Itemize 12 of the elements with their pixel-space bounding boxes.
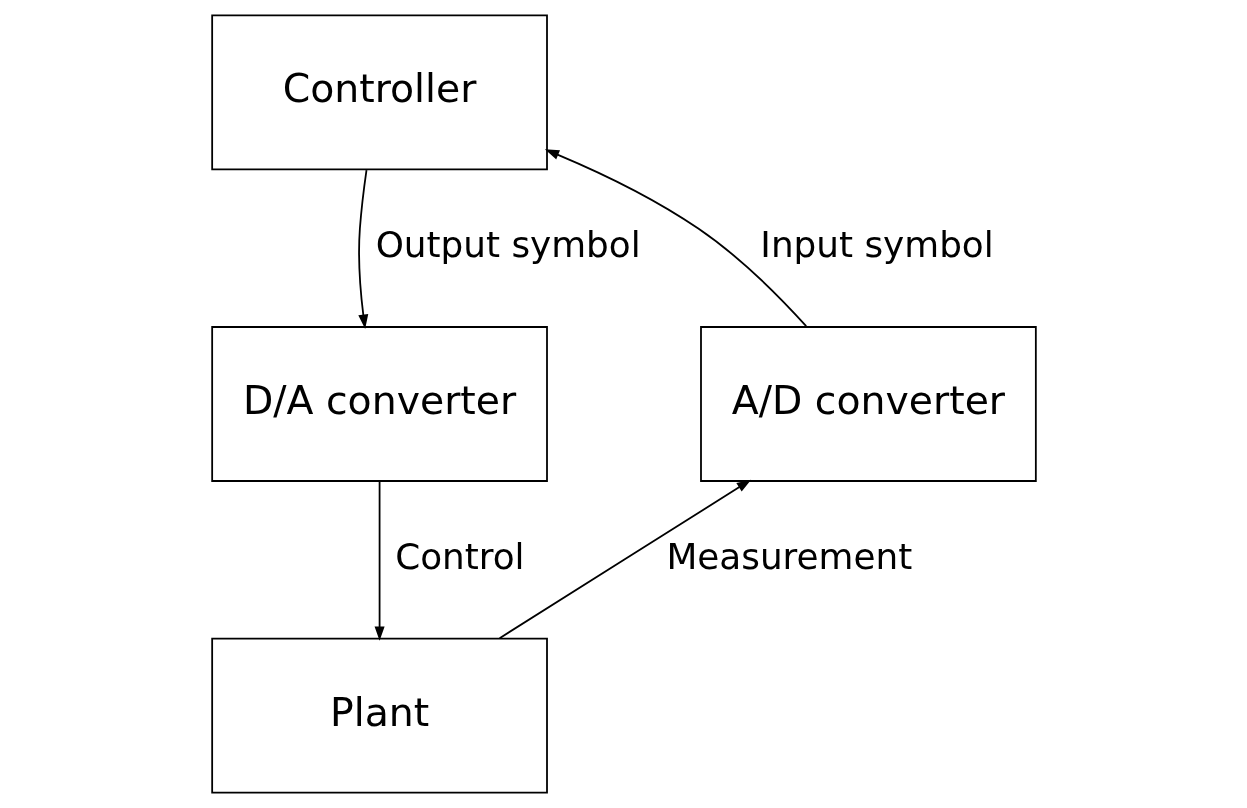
node-box: D/A converter: [210, 326, 548, 482]
edge-label: Measurement: [665, 535, 912, 577]
edge-label: Output symbol: [375, 224, 641, 266]
arrow: [544, 149, 807, 328]
node-box: Controller: [210, 14, 548, 171]
arrow: [357, 169, 368, 329]
arrow: [374, 480, 385, 641]
arrow: [498, 479, 751, 640]
node-box: A/D converter: [699, 326, 1037, 482]
edge-label: Input symbol: [759, 224, 994, 266]
node-box: Plant: [210, 637, 548, 794]
edge-label: Control: [394, 535, 525, 577]
